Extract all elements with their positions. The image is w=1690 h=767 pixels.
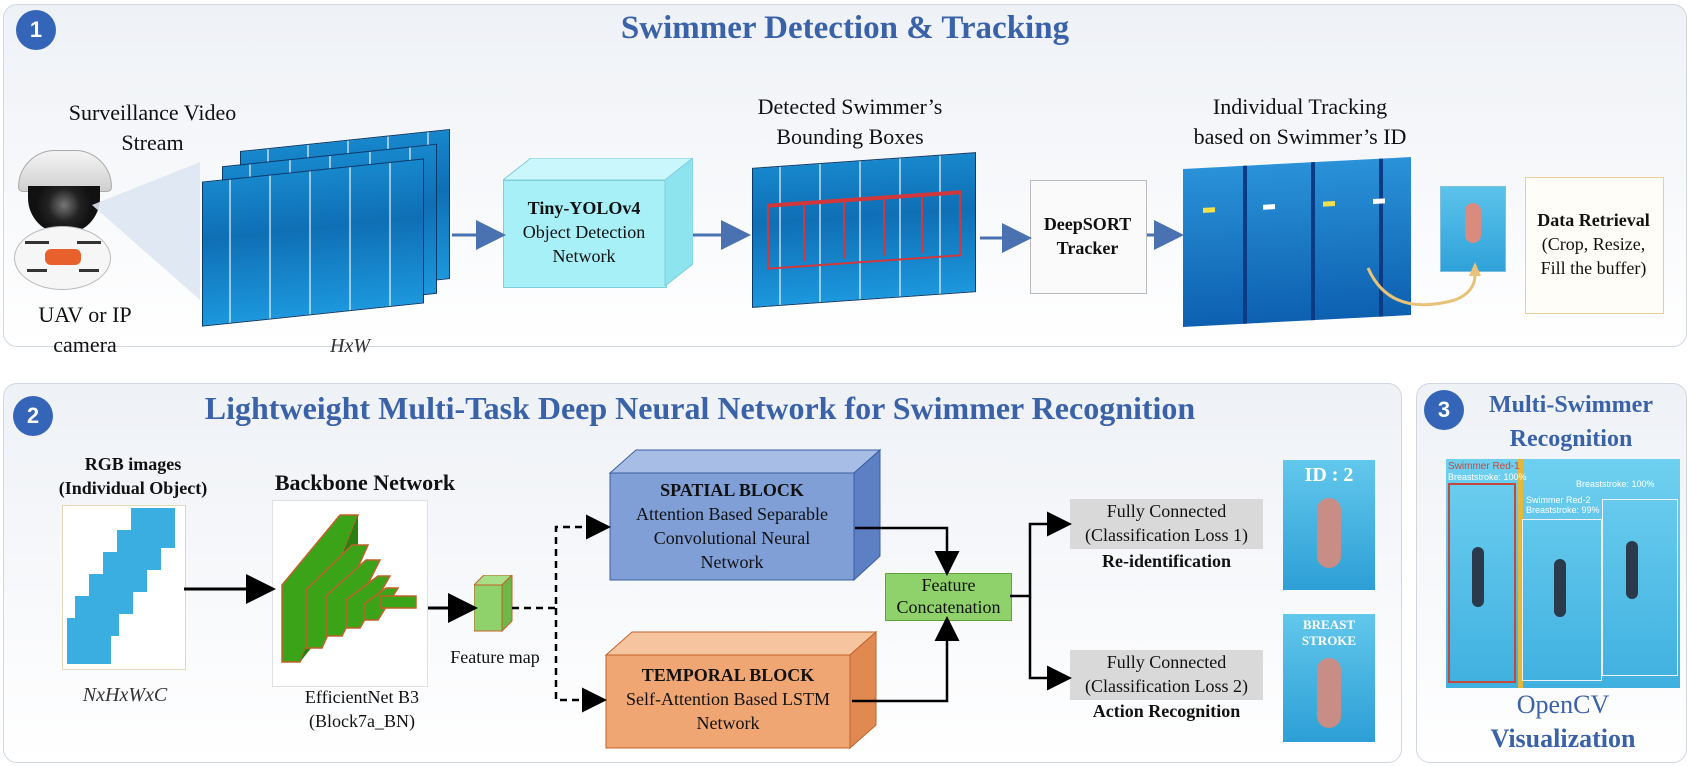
retrieval-label-line2: (Crop, Resize, [1541,234,1646,254]
section-3-title-line1: Multi-Swimmer [1489,392,1653,418]
overlay-label-1: Swimmer Red-1 [1448,461,1520,472]
rgb-label: RGB images (Individual Object) [38,452,228,500]
detector-label-line3: Network [552,246,616,266]
tracking-label-line1: Individual Tracking [1212,94,1388,119]
spatial-block-line3: Network [700,552,764,572]
rgb-label-line1: RGB images [84,454,182,474]
cropped-swimmer-image [1440,186,1506,272]
fc2-label-line1: Fully Connected [1106,652,1227,672]
feature-map-label: Feature map [450,647,540,667]
retrieval-label-bold: Data Retrieval [1537,210,1650,230]
detector-label: Tiny-YOLOv4 Object Detection Network [503,196,665,268]
frames-dim-label: HxW [330,335,370,357]
fc1-box: Fully Connected (Classification Loss 1) [1070,499,1263,549]
spatial-block-label: SPATIAL BLOCK Attention Based Separable … [610,478,854,574]
section-3-badge: 3 [1424,390,1464,430]
multi-swimmer-frame: Swimmer Red-1 Breaststroke: 100% Breasts… [1446,459,1680,688]
tracker-label: DeepSORT Tracker [1030,212,1145,260]
section-2-title: Lightweight Multi-Task Deep Neural Netwo… [204,390,1196,426]
section-3-title: Multi-Swimmer Recognition [1460,388,1682,456]
backbone-title: Backbone Network [274,470,456,495]
retrieval-label-line3: Fill the buffer) [1540,258,1647,278]
retrieval-box [1525,177,1664,314]
detector-cube [503,158,693,288]
tracker-label-line1: DeepSORT [1043,214,1132,234]
action-output-label: BREAST STROKE [1283,617,1375,649]
retrieval-label: Data Retrieval (Crop, Resize, Fill the b… [1525,208,1662,280]
feature-map-cube [474,575,513,633]
opencv-label-line2: Visualization [1490,724,1636,753]
backbone-label-line1: EfficientNet B3 [304,687,420,707]
backbone-label-line2: (Block7a_BN) [309,711,415,731]
tracking-frame [1183,157,1411,327]
tracker-label-line2: Tracker [1056,238,1119,258]
tracking-label-line2: based on Swimmer’s ID [1193,124,1407,149]
camera-label-line1: UAV or IP [38,302,132,327]
video-frame-front [202,158,424,327]
stream-label-line2: Stream [121,130,184,155]
detected-frame [752,152,976,308]
section-1-badge: 1 [16,10,56,50]
overlay-sub-1: Breaststroke: 100% [1448,472,1527,482]
temporal-block-title: TEMPORAL BLOCK [641,665,815,685]
fc1-label-line2: (Classification Loss 1) [1085,525,1248,545]
rgb-input-stack [62,505,186,670]
spatial-block-line2: Convolutional Neural [653,528,811,548]
reid-output-id: ID : 2 [1304,464,1354,486]
camera-label-line2: camera [53,332,117,357]
fc2-task: Action Recognition [1092,701,1241,721]
backbone-label: EfficientNet B3 (Block7a_BN) [272,685,452,733]
spatial-block-title: SPATIAL BLOCK [660,480,804,500]
temporal-block-line1: Self-Attention Based LSTM [626,689,830,709]
overlay-label-2: Breaststroke: 100% [1576,479,1655,489]
rgb-label-line2: (Individual Object) [58,478,208,498]
spatial-block-line1: Attention Based Separable [636,504,828,524]
reid-output-image: ID : 2 [1283,460,1375,590]
section-1-title: Swimmer Detection & Tracking [620,10,1070,46]
temporal-block-label: TEMPORAL BLOCK Self-Attention Based LSTM… [606,663,850,735]
concat-box: Feature Concatenation [885,573,1012,621]
action-output-line2: STROKE [1301,633,1357,648]
camera-label: UAV or IP camera [0,300,170,360]
input-dim-label: NxHxWxC [82,684,168,706]
overlay-label-3: Swimmer Red-2 [1526,495,1591,505]
bbox-label-line2: Bounding Boxes [776,124,924,149]
tracker-box [1030,180,1147,294]
opencv-label-line1: OpenCV [1516,690,1610,719]
bbox-label-line1: Detected Swimmer’s [757,94,943,119]
fc1-task: Re-identification [1102,551,1231,571]
detector-label-bold: Tiny-YOLOv4 [527,198,641,218]
opencv-label: OpenCV Visualization [1446,688,1680,756]
fc1-label-line1: Fully Connected [1106,501,1227,521]
action-output-line1: BREAST [1302,617,1356,632]
temporal-block-line2: Network [696,713,760,733]
drone-icon [14,226,111,290]
fc2-label-line2: (Classification Loss 2) [1085,676,1248,696]
backbone-diagram [272,500,428,687]
stream-label: Surveillance Video Stream [40,98,265,158]
bbox-label: Detected Swimmer’s Bounding Boxes [730,92,970,152]
concat-label-line1: Feature [921,575,976,595]
section-3-title-line2: Recognition [1509,426,1633,452]
fc2-box: Fully Connected (Classification Loss 2) [1070,650,1263,700]
concat-label-line2: Concatenation [896,597,1001,617]
detector-label-line2: Object Detection [522,222,646,242]
action-output-image: BREAST STROKE [1283,614,1375,742]
overlay-sub-3: Breaststroke: 99% [1526,505,1600,515]
section-2-badge: 2 [13,396,53,436]
tracking-label: Individual Tracking based on Swimmer’s I… [1170,92,1430,152]
stream-label-line1: Surveillance Video [68,100,237,125]
